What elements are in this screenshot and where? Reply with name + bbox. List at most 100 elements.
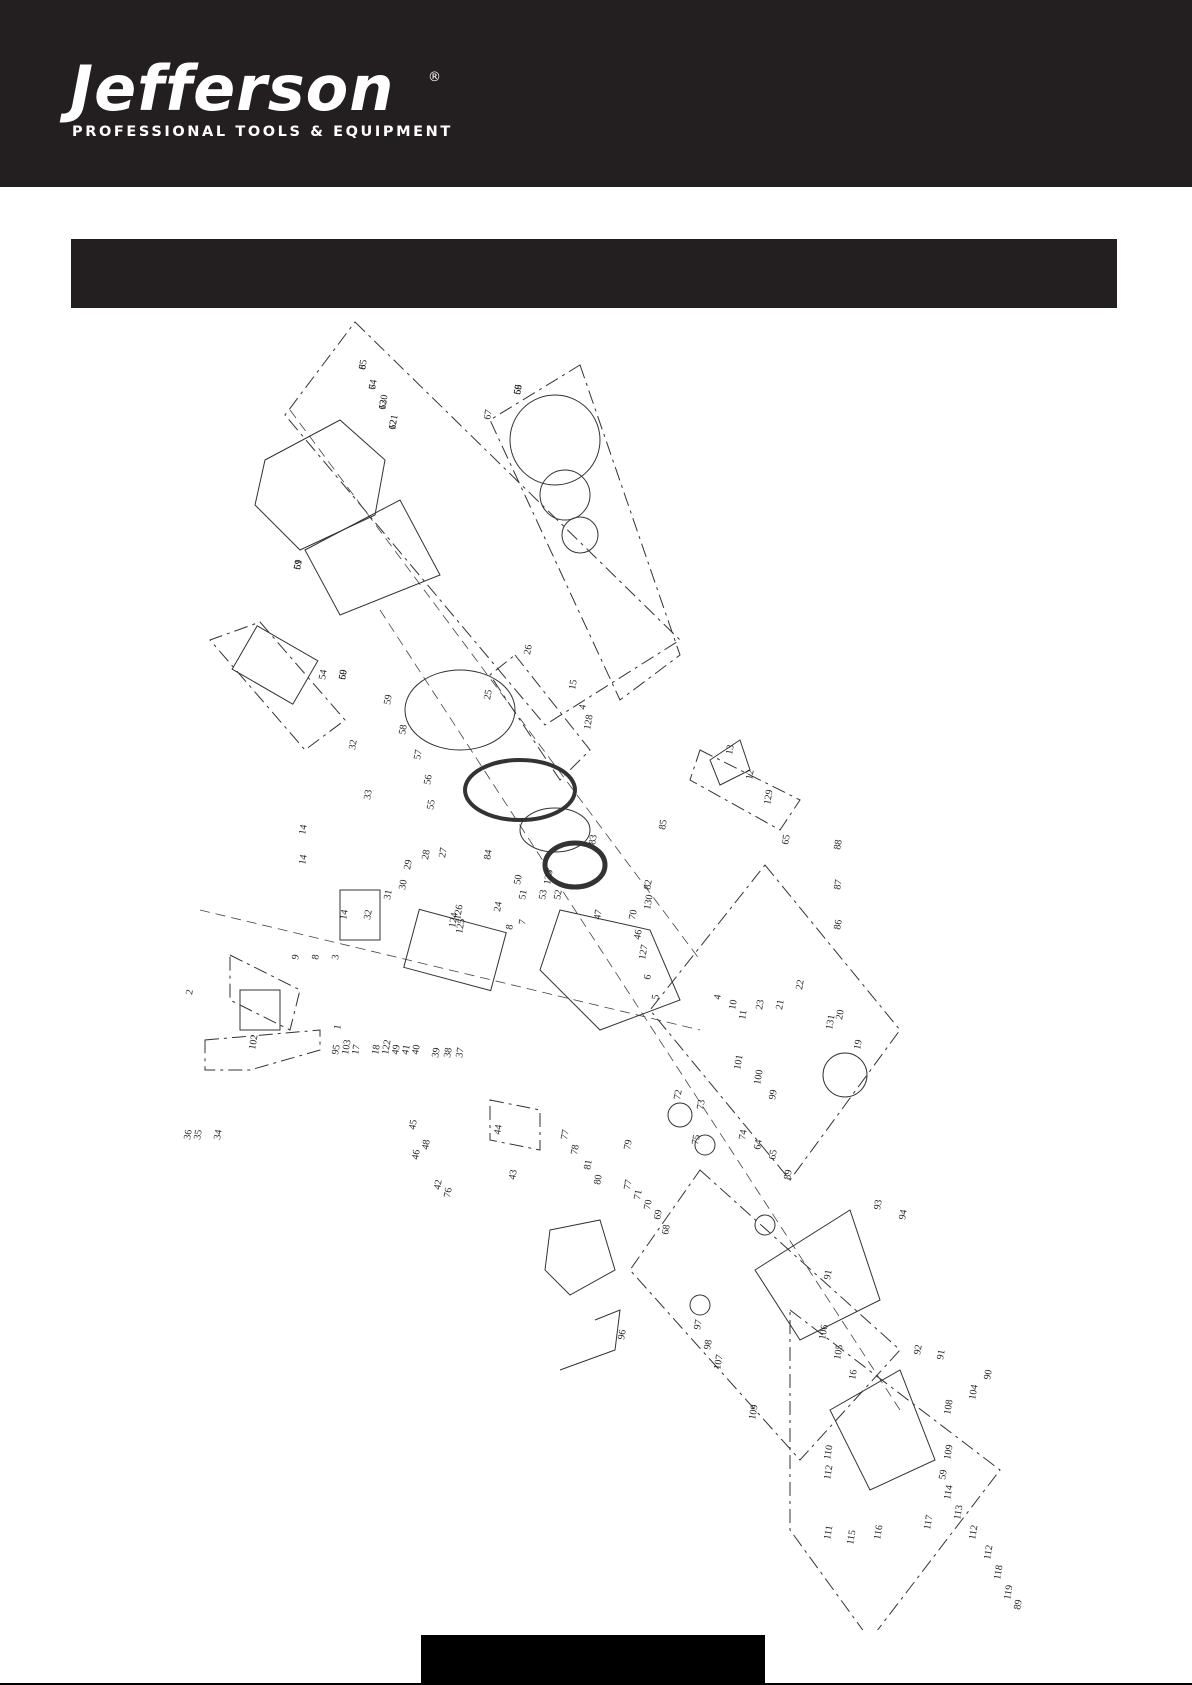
callout-number: 5: [650, 994, 662, 1001]
callout-number: 70: [642, 1199, 655, 1211]
callout-number: 4: [577, 704, 589, 711]
callout-number: 51: [517, 889, 530, 901]
callout-number: 44: [492, 1124, 505, 1136]
callout-number: 14: [338, 909, 351, 921]
callout-number: 81: [582, 1159, 595, 1171]
callout-number: 49: [390, 1044, 403, 1056]
callout-number: 4: [712, 994, 724, 1001]
callout-number: 64: [367, 379, 380, 391]
callout-number: 48: [420, 1139, 433, 1151]
callout-number: 90: [982, 1369, 995, 1381]
callout-number: 30: [397, 879, 410, 891]
callout-number: 54: [317, 669, 330, 681]
callout-number: 93: [872, 1199, 885, 1211]
callout-number: 87: [832, 879, 845, 891]
callout-number: 110: [822, 1444, 835, 1460]
callout-number: 85: [657, 819, 670, 831]
callout-number: 55: [425, 799, 438, 811]
callout-number: 58: [397, 724, 410, 736]
callout-number: 8: [310, 954, 322, 961]
registered-mark: ®: [428, 70, 441, 85]
carburettor-shape: [239, 989, 281, 1031]
callout-number: 82: [642, 879, 655, 891]
callout-number: 126: [452, 904, 465, 921]
callout-number: 61: [292, 559, 305, 571]
callout-number: 2: [184, 989, 196, 996]
gear-shape: [694, 1134, 716, 1156]
callout-number: 105: [832, 1344, 845, 1361]
callout-number: 11: [737, 1009, 750, 1020]
callout-number: 43: [507, 1169, 520, 1181]
callout-number: 123: [542, 869, 555, 886]
governor-group: [489, 1099, 541, 1151]
callout-number: 100: [752, 1069, 765, 1086]
recoil-starter-group: [489, 364, 681, 701]
callout-number: 118: [992, 1564, 1005, 1580]
callout-number: 68: [660, 1224, 673, 1236]
charge-coil-shape: [519, 807, 591, 853]
callout-number: 78: [569, 1144, 582, 1156]
callout-number: 59: [337, 669, 350, 681]
callout-number: 62: [387, 419, 400, 431]
bracket-group: [689, 749, 801, 831]
callout-number: 50: [512, 874, 525, 886]
callout-number: 107: [712, 1354, 725, 1371]
callout-number: 97: [692, 1319, 705, 1331]
callout-number: 101: [732, 1054, 745, 1071]
callout-number: 9: [290, 954, 302, 961]
callout-number: 95: [330, 1044, 343, 1056]
callout-number: 21: [774, 999, 787, 1011]
page-number-tab: [421, 1635, 765, 1685]
flywheel-shape: [404, 669, 516, 751]
large-gear-shape: [822, 1052, 868, 1098]
rocker-cover-shape: [339, 889, 381, 941]
callout-number: 109: [747, 1404, 760, 1421]
callout-number: 34: [212, 1129, 225, 1141]
callout-number: 12: [744, 769, 757, 781]
callout-number: 52: [552, 889, 565, 901]
throttle-lever-shape: [559, 1309, 621, 1371]
callout-number: 106: [817, 1324, 830, 1341]
callout-number: 129: [762, 789, 775, 806]
stator-shape: [542, 840, 608, 890]
callout-number: 31: [382, 889, 395, 901]
callout-number: 131: [824, 1014, 837, 1031]
callout-number: 130: [642, 894, 655, 911]
callout-number: 104: [967, 1384, 980, 1401]
callout-number: 38: [442, 1047, 455, 1059]
callout-number: 88: [832, 839, 845, 851]
callout-number: 47: [592, 909, 605, 921]
gearbox-group: [789, 1308, 1001, 1641]
callout-number: 76: [442, 1187, 455, 1199]
callout-number: 10: [727, 999, 740, 1011]
callout-number: 116: [872, 1524, 885, 1540]
callout-number: 64: [752, 1139, 765, 1151]
linkage-group: [204, 1029, 321, 1071]
callout-number: 108: [942, 1399, 955, 1416]
callout-number: 37: [454, 1047, 467, 1059]
callout-number: 19: [852, 1039, 865, 1051]
starter-motor-shape: [544, 1219, 616, 1296]
callout-number: 113: [952, 1504, 965, 1520]
gear-shape: [667, 1102, 693, 1128]
crankshaft-group: [649, 864, 901, 1181]
callout-number: 73: [695, 1099, 708, 1111]
callout-number: 18: [370, 1044, 383, 1056]
air-filter-group: [209, 621, 346, 751]
axis-line: [199, 909, 701, 1031]
callout-number: 66: [512, 384, 525, 396]
ignition-group: [489, 654, 591, 781]
callout-number: 99: [767, 1089, 780, 1101]
callout-number: 35: [192, 1129, 205, 1141]
callout-number: 103: [340, 1039, 353, 1056]
callout-number: 23: [754, 999, 767, 1011]
crankcase-group: [629, 1169, 901, 1461]
callout-number: 102: [247, 1034, 260, 1051]
callout-number: 46: [632, 929, 645, 941]
callout-number: 14: [297, 824, 310, 836]
brand-logo: Jefferson: [70, 52, 395, 125]
callout-number: 40: [410, 1044, 423, 1056]
callout-number: 98: [702, 1339, 715, 1351]
